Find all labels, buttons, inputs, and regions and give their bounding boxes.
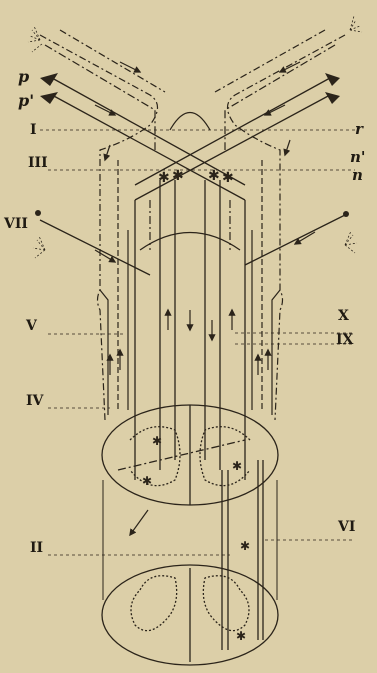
neuron-bodies: ✱ ✱ ✱ ✱ ✱ ✱ ✱ ✱ ✱ [35,73,349,643]
label-VII: VII [3,216,28,232]
label-n-prime: n' [350,148,366,166]
svg-text:✱: ✱ [236,629,246,643]
label-IV: IV [26,393,45,409]
svg-text:✱: ✱ [158,170,170,186]
lower-cord-section [102,565,278,665]
svg-text:✱: ✱ [240,539,250,553]
dashed-fibers [45,45,335,250]
svg-text:✱: ✱ [142,474,152,488]
brainstem-outline [40,30,345,420]
upper-cord-section [102,405,278,505]
label-II: II [30,540,43,556]
terminal-arbors [28,16,362,258]
svg-text:✱: ✱ [222,170,234,186]
label-r: r [355,120,364,138]
label-V: V [25,318,38,334]
label-IX: IX [336,332,354,348]
svg-text:✱: ✱ [152,434,162,448]
label-I: I [30,122,37,138]
label-n: n [352,166,363,184]
label-leaders [40,130,355,555]
svg-text:✱: ✱ [232,459,242,473]
fiber-tracts [40,78,345,650]
label-X: X [338,308,349,324]
label-p: p [18,67,29,86]
label-III: III [28,155,48,171]
label-p-prime: p' [18,91,34,110]
label-VI: VI [337,519,355,535]
